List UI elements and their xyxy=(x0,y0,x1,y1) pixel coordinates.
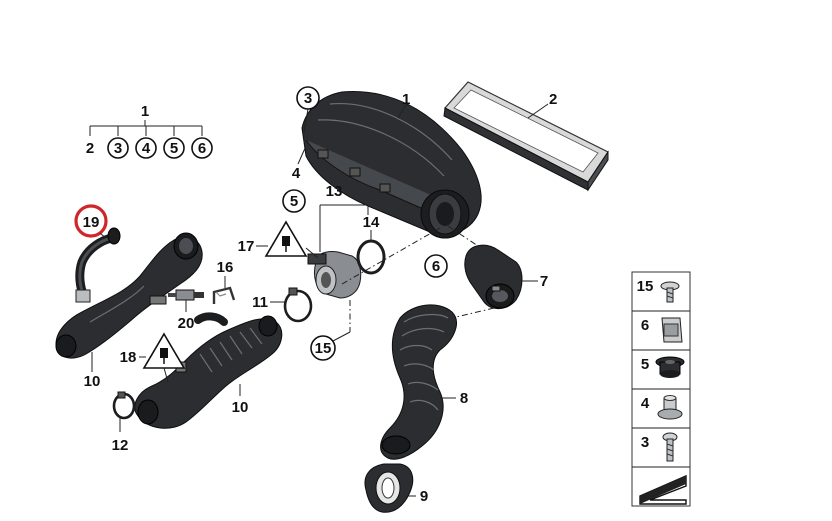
intake-pipe-left xyxy=(55,232,203,359)
tree-child-3: 3 xyxy=(114,140,122,157)
legend-item-15: 15 xyxy=(637,278,654,295)
air-filter-element xyxy=(443,81,609,192)
intake-snorkel xyxy=(364,463,414,513)
legend-item-3: 3 xyxy=(641,434,649,451)
callout-5: 5 xyxy=(290,193,298,210)
callout-18: 18 xyxy=(120,349,137,366)
callout-15: 15 xyxy=(315,340,332,357)
callout-1: 1 xyxy=(402,91,410,108)
electrical-warning-icon-2 xyxy=(142,332,186,369)
callout-4: 4 xyxy=(292,165,301,182)
callout-8: 8 xyxy=(460,390,468,407)
small-parts-legend: 15 6 5 4 3 xyxy=(631,271,691,507)
callout-6: 6 xyxy=(432,258,440,275)
seal-ring xyxy=(356,239,386,275)
temperature-sensor xyxy=(168,289,204,301)
highlight-ring xyxy=(74,204,108,238)
tree-child-6: 6 xyxy=(198,140,206,157)
tree-child-2: 2 xyxy=(86,140,94,157)
clip-nut-icon xyxy=(661,317,683,343)
hose-clamp xyxy=(283,289,313,323)
legend-item-6: 6 xyxy=(641,317,649,334)
grommet-icon xyxy=(655,356,685,378)
retaining-bracket xyxy=(212,286,236,304)
callout-10-left: 10 xyxy=(84,373,101,390)
callout-12: 12 xyxy=(112,437,129,454)
callout-20: 20 xyxy=(178,315,195,332)
tree-child-5: 5 xyxy=(170,140,178,157)
air-filter-housing xyxy=(301,91,482,239)
callout-tree: 1 2 3 4 5 6 xyxy=(86,103,213,159)
callout-2: 2 xyxy=(549,91,557,108)
callout-14: 14 xyxy=(363,214,380,231)
direction-arrow-icon xyxy=(639,474,687,505)
callout-19: 19 xyxy=(83,214,100,231)
tree-root-label: 1 xyxy=(141,103,149,120)
legend-item-4: 4 xyxy=(641,395,650,412)
legend-item-5: 5 xyxy=(641,356,649,373)
intake-duct xyxy=(380,304,457,460)
vent-hose xyxy=(75,227,121,303)
electrical-warning-icon xyxy=(264,220,308,257)
callout-16: 16 xyxy=(217,259,234,276)
callout-10-right: 10 xyxy=(232,399,249,416)
rubber-boot xyxy=(464,244,523,309)
callout-3: 3 xyxy=(304,90,312,107)
intake-pipe-right xyxy=(134,312,283,429)
callout-9: 9 xyxy=(420,488,428,505)
air-mass-meter xyxy=(307,251,362,299)
callout-7: 7 xyxy=(540,273,548,290)
callout-13: 13 xyxy=(326,183,343,200)
rubber-mount-icon xyxy=(657,395,683,420)
bolt-icon xyxy=(662,432,678,462)
callout-17: 17 xyxy=(238,238,255,255)
callout-11: 11 xyxy=(252,294,268,311)
screw-icon xyxy=(660,281,680,303)
tree-child-4: 4 xyxy=(142,140,151,157)
